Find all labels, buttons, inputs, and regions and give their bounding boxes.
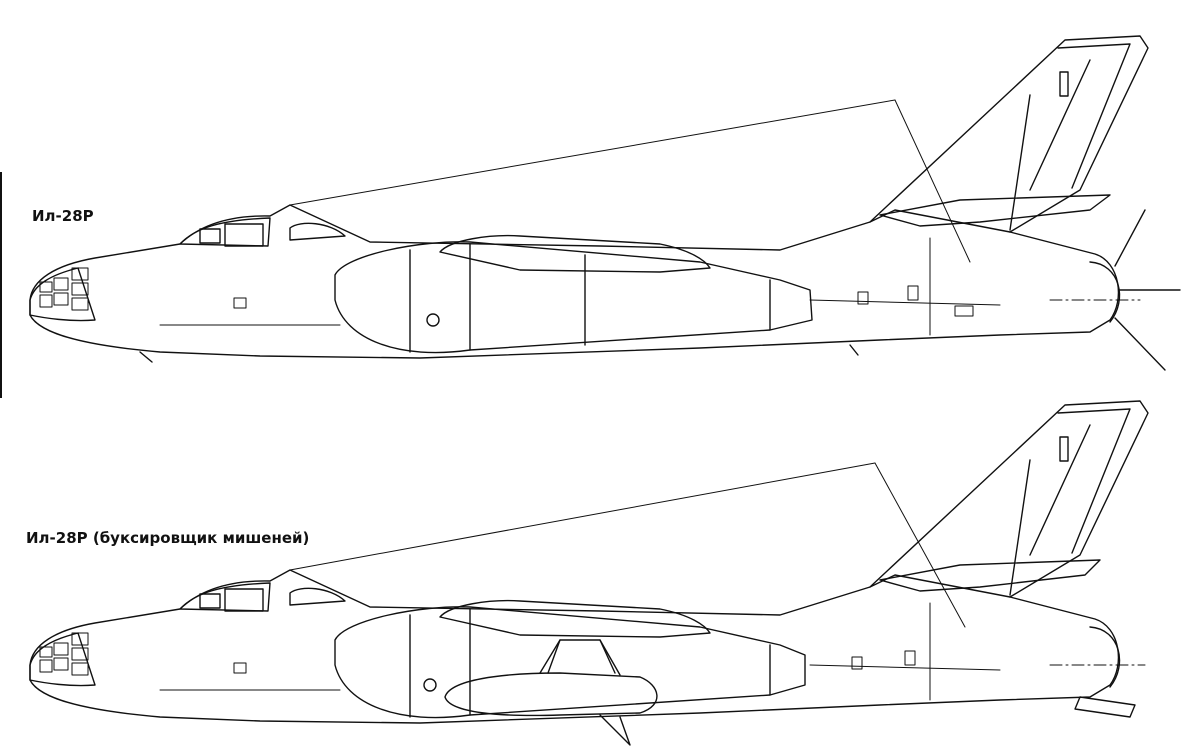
- fuselage-hatch-3: [955, 306, 973, 316]
- cockpit-canopy: [180, 583, 270, 611]
- antenna-wire: [290, 463, 875, 570]
- fuselage-hatch-1: [852, 657, 862, 669]
- caption-il28r: Ил-28Р: [32, 207, 94, 225]
- fin-rib-2: [1030, 60, 1090, 190]
- rear-gunner-canopy: [290, 223, 345, 240]
- antenna-wire-down: [895, 100, 970, 262]
- horizontal-stabilizer: [880, 560, 1100, 591]
- antenna-wire-down: [875, 463, 965, 627]
- rear-gunner-canopy: [290, 588, 345, 605]
- tail-cone: [1090, 262, 1120, 322]
- canopy-window-1: [200, 594, 220, 608]
- cockpit-canopy: [180, 218, 270, 246]
- pod-strut-2: [600, 640, 615, 673]
- tail-gun-upper: [1115, 210, 1145, 266]
- engine-nacelle: [335, 242, 812, 353]
- antenna-wire: [290, 100, 895, 205]
- fuselage-hatch-1: [858, 292, 868, 304]
- canopy-window-2: [225, 224, 263, 246]
- fin-rib-2: [1030, 425, 1090, 555]
- fuselage-hatch-2: [908, 286, 918, 300]
- gear-door-front: [140, 352, 152, 362]
- fin-inner-line: [1058, 409, 1130, 553]
- vertical-fin: [870, 36, 1148, 232]
- target-drone-pod: [445, 673, 657, 715]
- wing-root-fairing: [440, 601, 710, 637]
- fin-rib: [1010, 95, 1030, 230]
- fuselage-hatch-2: [905, 651, 915, 665]
- wing-root-fairing: [440, 236, 710, 272]
- gear-door-rear: [850, 345, 858, 355]
- canopy-window-2: [225, 589, 263, 611]
- fin-inner-line: [1058, 44, 1130, 188]
- fin-rib: [1010, 460, 1030, 595]
- fin-antenna-panel: [1060, 72, 1068, 96]
- aircraft-group: [30, 36, 1180, 370]
- aircraft-side-view-top: [0, 0, 1200, 375]
- aircraft-side-view-bottom: [0, 375, 1200, 750]
- fuselage-hatch-4: [234, 663, 246, 673]
- nose-window-panels: [40, 633, 88, 675]
- fin-antenna-panel: [1060, 437, 1068, 461]
- fuselage-outline: [30, 570, 1118, 723]
- nacelle-inspection-port: [427, 314, 439, 326]
- pod-pylon: [540, 640, 620, 675]
- nose-window-panels: [40, 268, 88, 310]
- pod-tail-fins: [600, 715, 630, 745]
- engine-nacelle: [335, 607, 805, 718]
- pod-strut-1: [548, 640, 560, 673]
- canopy-window-1: [200, 229, 220, 243]
- fuselage-panel-2: [810, 300, 1000, 305]
- nacelle-inspection-port: [424, 679, 436, 691]
- ventral-fairing: [1075, 697, 1135, 717]
- aircraft-group: [30, 401, 1148, 745]
- horizontal-stabilizer: [880, 195, 1110, 226]
- left-border-rule: [0, 172, 2, 398]
- vertical-fin: [870, 401, 1148, 597]
- caption-il28r-target-tug: Ил-28Р (буксировщик мишеней): [26, 529, 310, 547]
- nose-glazing: [30, 268, 95, 321]
- fuselage-hatch-4: [234, 298, 246, 308]
- nose-glazing: [30, 633, 95, 686]
- fuselage-panel-2: [810, 665, 1000, 670]
- tail-cone: [1090, 627, 1120, 687]
- tail-gun-lower: [1115, 318, 1165, 370]
- fuselage-outline: [30, 205, 1118, 358]
